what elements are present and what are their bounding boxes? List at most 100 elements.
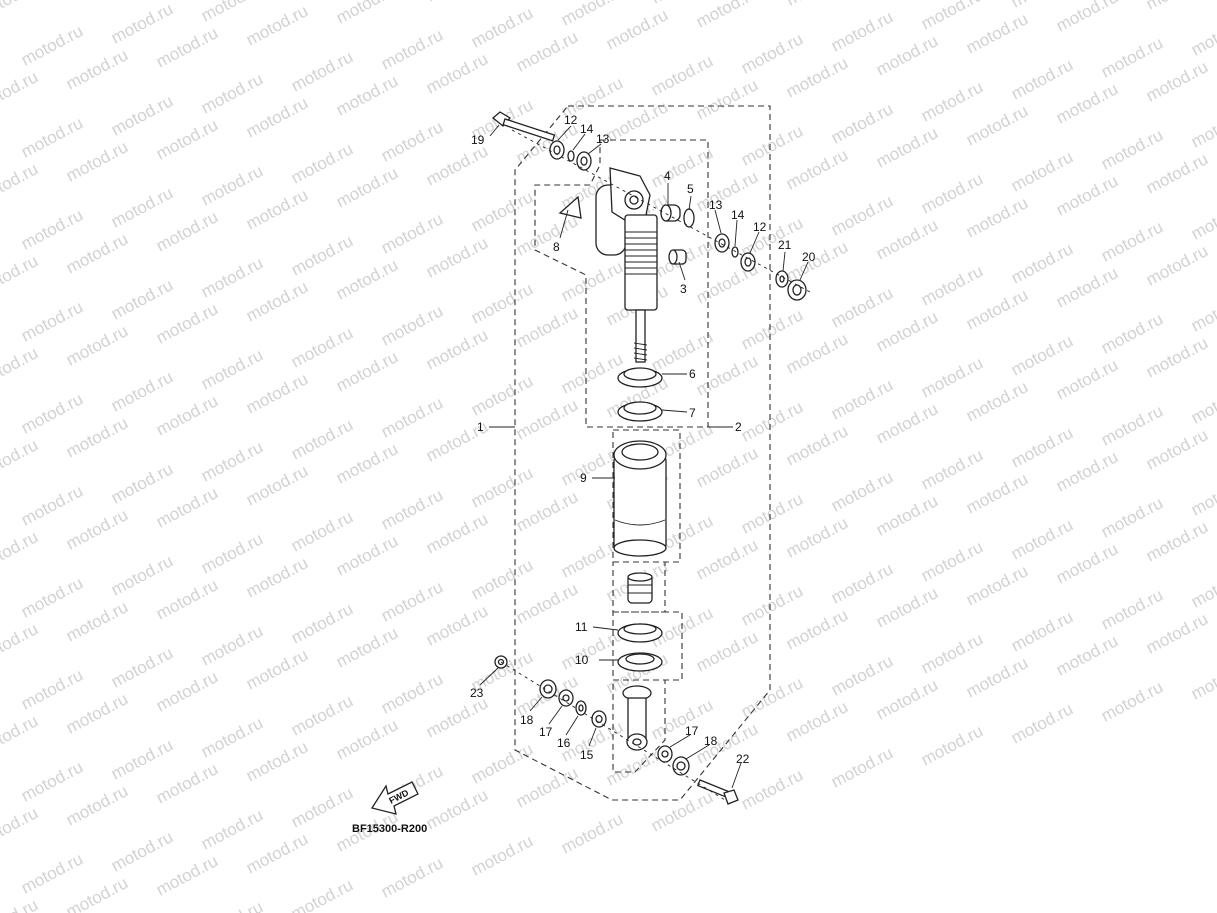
watermark-text: motod.ru xyxy=(648,787,716,835)
watermark-text: motod.ru xyxy=(558,0,626,30)
watermark-text: motod.ru xyxy=(0,711,41,759)
watermark-text: motod.ru xyxy=(1053,447,1121,495)
watermark-text: motod.ru xyxy=(1188,103,1217,151)
watermark-text: motod.ru xyxy=(468,739,536,787)
watermark-text: motod.ru xyxy=(693,443,761,491)
nut-20 xyxy=(787,279,807,301)
watermark-text: motod.ru xyxy=(1143,425,1211,473)
watermark-text: motod.ru xyxy=(558,809,626,857)
watermark-text: motod.ru xyxy=(513,395,581,443)
watermark-text: motod.ru xyxy=(63,137,131,185)
watermark-text: motod.ru xyxy=(828,7,896,55)
watermark-text: motod.ru xyxy=(468,279,536,327)
watermark-text: motod.ru xyxy=(693,0,761,32)
seal-13-upper xyxy=(576,151,592,171)
watermark-text: motod.ru xyxy=(423,49,491,97)
watermark-text: motod.ru xyxy=(153,207,221,255)
part-label-1: 1 xyxy=(477,420,484,434)
watermark-text: motod.ru xyxy=(603,97,671,145)
watermark-text: motod.ru xyxy=(1098,125,1166,173)
watermark-text: motod.ru xyxy=(243,277,311,325)
watermark-text: motod.ru xyxy=(873,491,941,539)
lower-eye xyxy=(622,685,652,751)
watermark-text: motod.ru xyxy=(1098,585,1166,633)
bolt-19 xyxy=(491,111,556,142)
watermark-text: motod.ru xyxy=(963,9,1031,57)
watermark-text: motod.ru xyxy=(873,31,941,79)
watermark-text: motod.ru xyxy=(243,461,311,509)
watermark-text: motod.ru xyxy=(0,251,41,299)
watermark-text: motod.ru xyxy=(828,99,896,147)
watermark-text: motod.ru xyxy=(153,759,221,807)
watermark-text: motod.ru xyxy=(63,505,131,553)
watermark-text: motod.ru xyxy=(1008,239,1076,287)
watermark-text: motod.ru xyxy=(198,0,266,26)
watermark-text: motod.ru xyxy=(288,691,356,739)
part-label-14-upper: 14 xyxy=(580,122,594,136)
watermark-text: motod.ru xyxy=(18,389,86,437)
watermark-text: motod.ru xyxy=(1098,401,1166,449)
watermark-text: motod.ru xyxy=(828,467,896,515)
collar-17-right xyxy=(657,745,673,763)
bump-rubber xyxy=(627,572,653,604)
watermark-text: motod.ru xyxy=(108,0,176,48)
watermark-text: motod.ru xyxy=(108,275,176,323)
locknut-6 xyxy=(617,367,663,388)
watermark-text: motod.ru xyxy=(1098,677,1166,725)
part-label-18-left: 18 xyxy=(520,713,534,727)
watermark-text: motod.ru xyxy=(873,399,941,447)
watermark-text: motod.ru xyxy=(1008,423,1076,471)
watermark-text: motod.ru xyxy=(63,45,131,93)
watermark-text: motod.ru xyxy=(198,253,266,301)
watermark-text: motod.ru xyxy=(693,627,761,675)
watermark-text: motod.ru xyxy=(1053,263,1121,311)
watermark-text: motod.ru xyxy=(513,211,581,259)
adjuster-3 xyxy=(668,249,687,265)
watermark-text: motod.ru xyxy=(243,1,311,49)
watermark-text: motod.ru xyxy=(918,721,986,769)
watermark-text: motod.ru xyxy=(198,621,266,669)
watermark-text: motod.ru xyxy=(0,895,41,913)
watermark-text: motod.ru xyxy=(108,367,176,415)
watermark-text: motod.ru xyxy=(423,325,491,373)
watermark-text: motod.ru xyxy=(378,301,446,349)
watermark-text: motod.ru xyxy=(1188,655,1217,703)
watermark-text: motod.ru xyxy=(738,581,806,629)
watermark-text: motod.ru xyxy=(378,117,446,165)
watermark-text: motod.ru xyxy=(333,71,401,119)
watermark-text: motod.ru xyxy=(108,643,176,691)
part-label-10: 10 xyxy=(575,653,589,667)
watermark-text: motod.ru xyxy=(558,257,626,305)
watermark-text: motod.ru xyxy=(63,597,131,645)
part-label-5: 5 xyxy=(687,182,694,196)
washer-21 xyxy=(775,270,789,288)
watermark-text: motod.ru xyxy=(288,599,356,647)
watermark-text: motod.ru xyxy=(243,829,311,877)
part-label-15: 15 xyxy=(580,748,594,762)
watermark-text: motod.ru xyxy=(558,625,626,673)
watermark-text: motod.ru xyxy=(828,191,896,239)
watermark-text: motod.ru xyxy=(288,783,356,831)
part-label-13-right: 13 xyxy=(709,198,723,212)
watermark-text: motod.ru xyxy=(288,507,356,555)
watermark-text: motod.ru xyxy=(0,67,41,115)
watermark-text: motod.ru xyxy=(153,851,221,899)
seal-13-right xyxy=(714,233,730,253)
watermark-text: motod.ru xyxy=(243,93,311,141)
watermark-text: motod.ru xyxy=(423,693,491,741)
assembly-2-boundary xyxy=(534,139,709,428)
shaft-thread-line xyxy=(633,342,648,346)
watermark-text: motod.ru xyxy=(1053,631,1121,679)
watermark-text: motod.ru xyxy=(1008,515,1076,563)
adjust-nut-7 xyxy=(617,401,663,422)
watermark-text: motod.ru xyxy=(1188,471,1217,519)
part-label-18-right: 18 xyxy=(704,734,718,748)
watermark-text: motod.ru xyxy=(693,351,761,399)
watermark-text: motod.ru xyxy=(243,185,311,233)
watermark-text: motod.ru xyxy=(1188,195,1217,243)
watermark-text: motod.ru xyxy=(378,209,446,257)
collar-group-boundary xyxy=(612,611,683,681)
watermark-text: motod.ru xyxy=(378,485,446,533)
watermark-text: motod.ru xyxy=(0,527,41,575)
watermark-text: motod.ru xyxy=(63,0,131,2)
